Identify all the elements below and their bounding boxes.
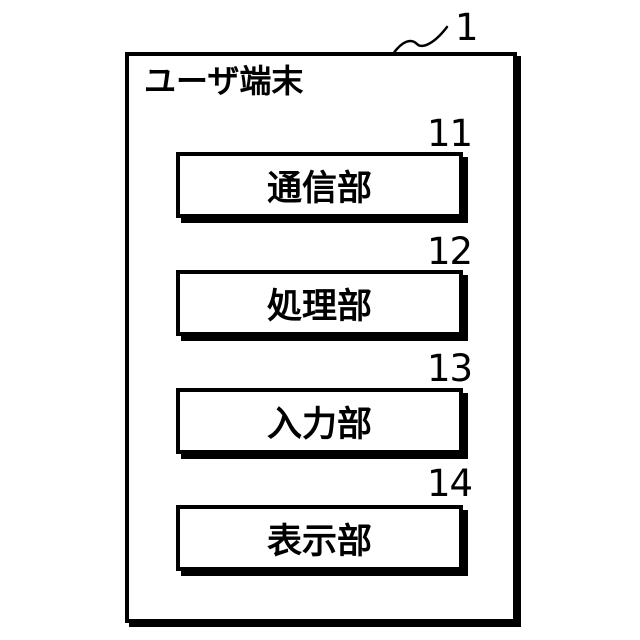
input-unit-box: 入力部	[176, 388, 463, 454]
processing-unit-label: 処理部	[266, 286, 372, 327]
communication-unit-label: 通信部	[266, 168, 372, 209]
display-unit-box: 表示部	[176, 505, 463, 571]
ref-number-13: 13	[427, 347, 473, 390]
user-terminal-title: ユーザ端末	[144, 62, 304, 100]
communication-unit-box: 通信部	[176, 152, 463, 218]
ref-number-11: 11	[427, 112, 473, 155]
ref-number-14: 14	[427, 462, 473, 505]
ref-number-12: 12	[427, 230, 473, 273]
display-unit-label: 表示部	[266, 521, 372, 562]
ref-number-1: 1	[455, 6, 479, 49]
leader-line-ref-1	[391, 25, 449, 56]
processing-unit-box: 処理部	[176, 270, 463, 336]
input-unit-label: 入力部	[266, 404, 372, 445]
